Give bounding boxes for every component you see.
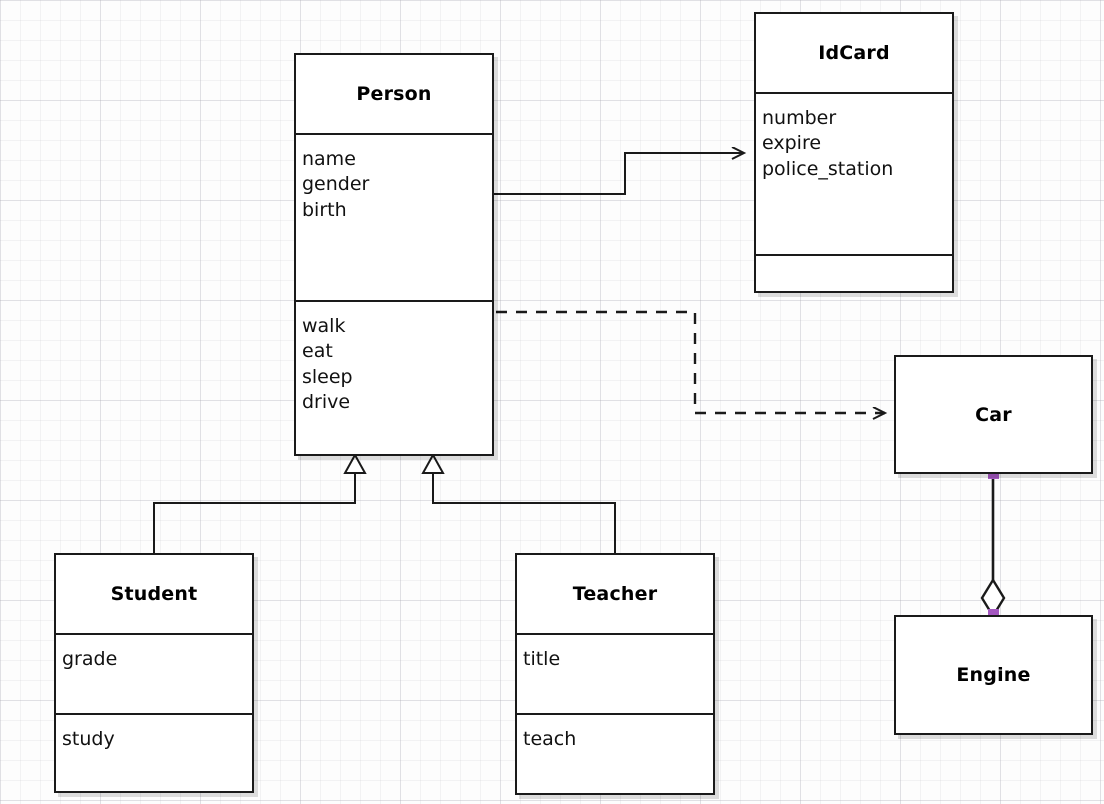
edge-student-person[interactable]	[153, 452, 367, 553]
attribute-item: gender	[302, 173, 370, 196]
class-attributes-student: grade	[56, 633, 252, 713]
class-methods-person: walk eat sleep drive	[296, 300, 492, 454]
method-item: walk	[302, 315, 346, 337]
aggregation-endpoint-engine[interactable]	[988, 609, 999, 620]
method-item: teach	[523, 728, 577, 750]
attribute-item: police_station	[762, 157, 894, 180]
attribute-item: title	[523, 648, 561, 670]
attribute-item: grade	[62, 648, 118, 670]
edge-person-idcard[interactable]	[494, 153, 744, 195]
edge-teacher-person[interactable]	[421, 452, 616, 553]
edge-car-engine[interactable]	[980, 474, 1006, 619]
class-box-student[interactable]: Student grade study	[54, 553, 254, 793]
method-item: drive	[302, 390, 351, 413]
class-box-person[interactable]: Person name gender birth walk eat sleep …	[294, 53, 494, 456]
class-methods-teacher: teach	[517, 713, 713, 793]
class-box-engine[interactable]: Engine	[894, 615, 1093, 735]
class-title-teacher: Teacher	[572, 583, 658, 605]
class-methods-idcard	[756, 254, 952, 291]
class-title-student: Student	[110, 583, 198, 605]
attribute-item: number	[762, 107, 837, 129]
class-title-car: Car	[975, 403, 1012, 426]
class-attributes-person: name gender birth	[296, 133, 492, 300]
method-item: sleep	[302, 365, 353, 388]
edge-person-car[interactable]	[496, 310, 885, 413]
class-attributes-teacher: title	[517, 633, 713, 713]
class-title-idcard: IdCard	[818, 42, 890, 64]
class-attributes-idcard: number expire police_station	[756, 92, 952, 254]
class-title-person: Person	[356, 83, 432, 105]
class-box-car[interactable]: Car	[894, 355, 1093, 474]
class-title-engine: Engine	[956, 664, 1031, 686]
class-methods-student: study	[56, 713, 252, 791]
method-item: eat	[302, 340, 333, 363]
class-box-teacher[interactable]: Teacher title teach	[515, 553, 715, 795]
attribute-item: birth	[302, 198, 347, 221]
class-box-idcard[interactable]: IdCard number expire police_station	[754, 12, 954, 293]
attribute-item: expire	[762, 132, 822, 155]
method-item: study	[62, 728, 115, 750]
attribute-item: name	[302, 148, 356, 170]
